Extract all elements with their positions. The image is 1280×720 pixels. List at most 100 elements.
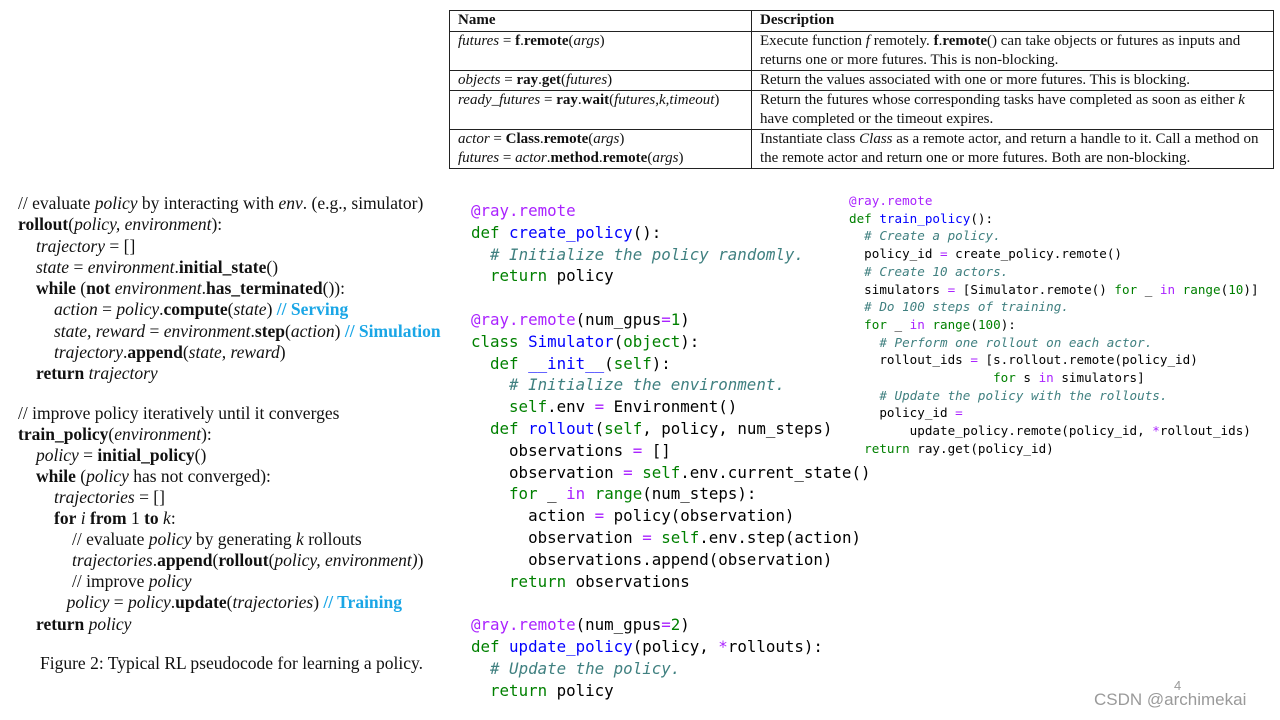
text-run: ()):: [322, 278, 345, 298]
text-run: 100: [977, 316, 1001, 332]
text-run: initial_policy: [97, 445, 195, 465]
code-line: return observations: [471, 571, 690, 593]
text-run: (: [647, 150, 653, 166]
text-run: while: [36, 278, 76, 298]
watermark: CSDN @archimekai: [1094, 690, 1247, 709]
code-line: return policy: [471, 265, 614, 287]
text-run: return: [36, 614, 85, 634]
api-description-cell: Return the futures whose corresponding t…: [751, 90, 1274, 130]
text-run: [471, 266, 490, 285]
text-run: ):: [211, 214, 223, 234]
text-run: . (e.g., simulator): [302, 193, 424, 213]
text-run: ,: [665, 92, 670, 108]
pseudocode-line: trajectory.append(state, reward): [54, 342, 286, 363]
text-run: update: [175, 592, 227, 612]
text-run: ): [599, 33, 605, 49]
text-run: compute: [163, 299, 228, 319]
text-run: .: [938, 33, 943, 49]
code-line: def create_policy():: [471, 222, 661, 244]
text-run: (): [194, 445, 207, 465]
text-run: ): [607, 72, 613, 88]
text-run: state: [233, 299, 267, 319]
text-run: [849, 299, 864, 314]
code-line: for s in simulators]: [849, 369, 1145, 387]
text-run: [849, 264, 864, 279]
text-run: [471, 419, 490, 438]
text-run: simulators: [849, 281, 948, 297]
text-run: _: [1137, 281, 1160, 297]
text-run: policy: [116, 299, 160, 319]
text-run: // Serving: [276, 299, 349, 319]
text-run: policy: [94, 193, 138, 213]
text-run: (: [75, 466, 87, 486]
figure-caption: Figure 2: Typical RL pseudocode for lear…: [40, 653, 424, 673]
text-run: return: [490, 680, 557, 700]
text-run: trajectory: [54, 342, 124, 362]
text-run: Class: [859, 131, 893, 147]
text-run: ): [680, 310, 690, 329]
text-run: actor: [515, 150, 547, 166]
text-run: =: [489, 131, 506, 147]
code-line: rollout_ids = [s.rollout.remote(policy_i…: [849, 351, 1198, 369]
text-run: args: [652, 150, 679, 166]
text-run: simulators]: [1053, 370, 1145, 385]
page-number: 4: [1174, 678, 1182, 693]
text-run: .: [170, 592, 176, 612]
text-run: [849, 317, 864, 332]
text-run: policy: [148, 529, 192, 549]
text-run: policy_id: [849, 246, 940, 262]
text-run: [471, 659, 490, 678]
text-run: return: [36, 363, 85, 383]
text-run: (: [268, 550, 275, 570]
text-run: append: [157, 550, 213, 570]
text-run: in: [1038, 370, 1054, 385]
pseudocode-line: state = environment.initial_state(): [36, 257, 278, 278]
code-line: class Simulator(object):: [471, 331, 699, 353]
text-run: .: [598, 150, 603, 166]
text-run: =: [540, 92, 557, 108]
text-run: ):: [201, 424, 212, 444]
table-header-row: Name Description: [449, 10, 1274, 32]
text-run: [s.rollout.remote(policy_id): [977, 352, 1198, 368]
text-run: environment: [163, 321, 251, 341]
text-run: .: [546, 150, 551, 166]
pseudocode-line: return trajectory: [36, 363, 158, 384]
text-run: return: [490, 266, 557, 286]
text-run: =: [947, 281, 956, 297]
text-run: Execute function: [760, 33, 866, 49]
pseudocode-line: state, reward = environment.step(action)…: [54, 321, 441, 342]
pseudocode-line: rollout(policy, environment):: [18, 214, 222, 235]
text-run: # Initialize the environment.: [509, 375, 785, 395]
text-run: =: [499, 150, 516, 166]
text-run: (: [75, 278, 87, 298]
pseudocode-line: // improve policy: [72, 571, 192, 592]
text-run: futures: [566, 72, 608, 88]
text-run: (: [1220, 281, 1229, 297]
text-run: (num_gpus: [575, 310, 662, 329]
text-run: # Perform one rollout on each actor.: [879, 334, 1153, 350]
text-run: .env.step(action): [699, 528, 861, 547]
text-run: args: [573, 33, 600, 49]
text-run: for: [54, 508, 77, 528]
text-run: for: [993, 370, 1016, 385]
text-run: // Training: [323, 592, 403, 612]
text-run: )]: [1243, 281, 1259, 297]
text-run: policy: [36, 445, 79, 465]
text-run: , policy, num_steps): [642, 419, 833, 438]
text-run: []: [642, 440, 671, 460]
text-run: ray: [556, 92, 578, 108]
text-run: @ray.remote: [471, 310, 576, 329]
code-line: def rollout(self, policy, num_steps): [471, 418, 832, 440]
text-run: create_policy.remote(): [947, 246, 1122, 262]
text-run: objects: [458, 72, 501, 88]
text-run: ): [279, 342, 286, 362]
text-run: = []: [134, 487, 165, 507]
text-run: Environment(): [604, 397, 738, 417]
text-run: k: [163, 508, 171, 528]
text-run: by interacting with: [137, 193, 279, 213]
text-run: get: [541, 72, 562, 88]
api-name-cell: objects = ray.get(futures): [449, 70, 752, 91]
text-run: train_policy: [879, 210, 971, 226]
text-run: (: [609, 92, 615, 108]
text-run: has_terminated: [205, 278, 323, 298]
